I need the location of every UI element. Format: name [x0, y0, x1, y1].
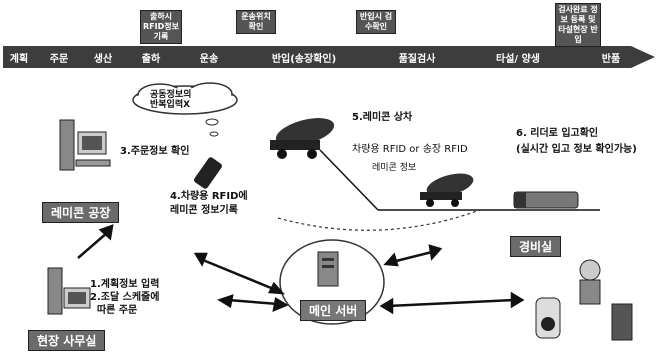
step12-label: 1.계획정보 입력 2.조달 스케줄에 따른 주문 [90, 279, 160, 316]
step-return: 반품 [601, 53, 621, 65]
step-placing-curing: 타설/ 양생 [496, 53, 540, 65]
rfid-label: 차량용 RFID or 송장 RFID [352, 144, 468, 155]
step-quality-check: 품질검사 [398, 53, 436, 65]
mixer-truck-small-icon [420, 173, 474, 207]
guard-room-label: 경비실 [510, 236, 562, 257]
remicon-info-label: 레미콘 정보 [372, 163, 417, 173]
note-shipping: 출하시 RFID정보기록 [140, 10, 182, 44]
note-transport: 운송위치 확인 [236, 10, 276, 34]
step-delivery: 반입(송장확인) [271, 53, 337, 65]
step-transport: 운송 [199, 53, 219, 65]
plant-label: 레미콘 공장 [42, 202, 120, 223]
connection-arrows [77, 224, 525, 315]
step4-label: 4.차량용 RFID에 레미콘 정보기록 [170, 191, 248, 216]
server-label: 메인 서버 [300, 300, 367, 321]
note-return: 검사완료 정보 등록 및 타설현장 반입 [555, 3, 601, 47]
process-bar: 계획 주문 생산 출하 운송 반입(송장확인) 품질검사 타설/ 양생 반품 [3, 44, 655, 70]
step-shipping: 출하 [141, 53, 161, 65]
step3-label: 3.주문정보 확인 [120, 146, 190, 157]
step-production: 생산 [93, 53, 113, 65]
step5-label: 5.레미콘 상차 [352, 112, 413, 123]
process-bar-shape [3, 46, 655, 68]
step-plan: 계획 [9, 53, 29, 65]
cloud-shape [132, 82, 238, 137]
mixer-truck-icon [270, 118, 335, 159]
plant-computer-icon [59, 119, 111, 171]
site-computer-icon [47, 267, 91, 315]
guard-room-icon [535, 259, 633, 341]
step6-label: 6. 리더로 입고확인 (실시간 입고 정보 확인가능) [516, 128, 637, 155]
cloud-label: 공동정보의 반복입력X [150, 90, 192, 110]
dashed-link [277, 209, 481, 231]
gate-reader-icon [513, 191, 579, 209]
step-order: 주문 [49, 53, 69, 65]
rfid-reader-icon [194, 157, 222, 189]
site-office-label: 현장 사무실 [28, 330, 106, 351]
note-delivery: 반입시 검수확인 [356, 10, 396, 34]
